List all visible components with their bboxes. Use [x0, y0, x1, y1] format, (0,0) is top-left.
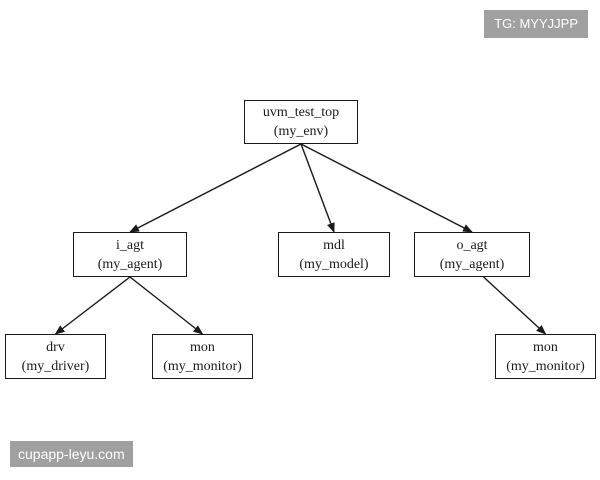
node-drv: drv (my_driver) [5, 334, 106, 379]
node-type: (my_monitor) [506, 358, 585, 374]
node-name: uvm_test_top [262, 105, 340, 120]
node-type: (my_agent) [97, 256, 163, 272]
node-mon-input: mon (my_monitor) [152, 334, 253, 379]
node-name: o_agt [456, 237, 488, 253]
edge-i-agt-to-drv [54, 276, 131, 335]
edge-uvm-test-top-to-mdl [300, 143, 335, 233]
node-type: (my_driver) [21, 358, 90, 374]
node-name: mon [533, 339, 558, 355]
node-type: (my_monitor) [163, 358, 242, 374]
node-name: i_agt [116, 237, 144, 253]
watermark-bottom-left: cupapp-leyu.com [10, 441, 133, 467]
node-i-agt: i_agt (my_agent) [73, 232, 187, 277]
node-uvm-test-top: uvm_test_top (my_env) [244, 100, 358, 144]
node-type: (my_env) [273, 124, 329, 139]
node-mdl: mdl (my_model) [278, 232, 390, 277]
edge-o-agt-to-mon [483, 276, 547, 335]
watermark-top-right: TG: MYYJJPP [484, 10, 588, 38]
node-name: mdl [323, 237, 345, 253]
node-o-agt: o_agt (my_agent) [414, 232, 530, 277]
node-mon-output: mon (my_monitor) [495, 334, 596, 379]
node-type: (my_model) [299, 256, 369, 272]
node-name: mon [190, 339, 215, 355]
edge-uvm-test-top-to-o-agt [300, 143, 473, 233]
edge-i-agt-to-mon [129, 276, 204, 335]
edge-uvm-test-top-to-i-agt [129, 143, 302, 233]
node-name: drv [46, 339, 65, 355]
node-type: (my_agent) [439, 256, 505, 272]
